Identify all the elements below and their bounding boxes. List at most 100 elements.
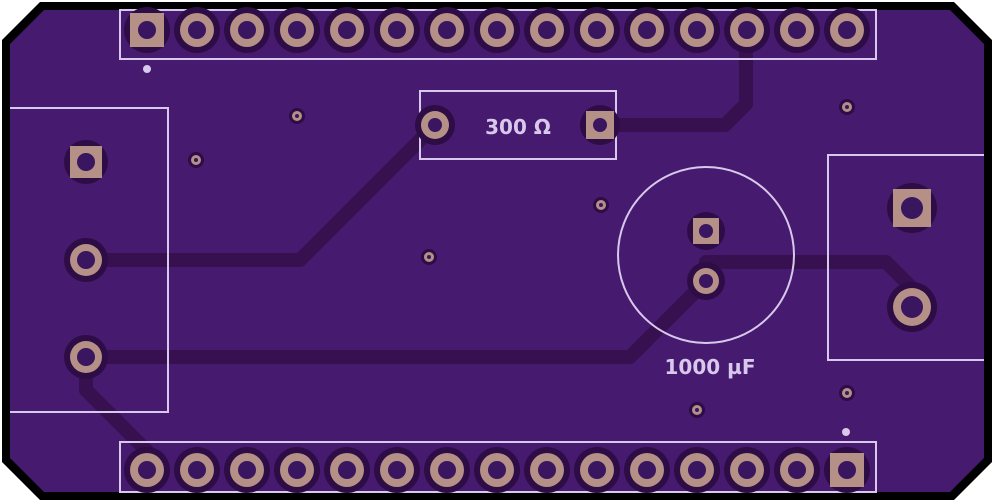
bottom-header-pin-11 <box>624 447 670 493</box>
resistor-pin-1 <box>415 105 455 145</box>
bottom-header-pin-12-drill <box>688 461 706 479</box>
via-4 <box>593 197 609 213</box>
via-drill <box>427 255 431 259</box>
top-header-pin1-marker <box>143 65 151 73</box>
via-1 <box>289 108 305 124</box>
resistor-pin-2 <box>580 105 620 145</box>
bottom-header-pin-1-drill <box>138 461 156 479</box>
bottom-header-pin-14-drill <box>788 461 806 479</box>
bottom-header-pin-8-drill <box>488 461 506 479</box>
top-header-pin-13-drill <box>738 21 756 39</box>
top-header-pin-11-drill <box>638 21 656 39</box>
top-header-pin-15-drill <box>838 21 856 39</box>
left-terminal-pin-1 <box>64 140 108 184</box>
right-terminal-pads <box>887 183 937 332</box>
capacitor-pin-negative <box>687 262 725 300</box>
bottom-header-pin-14 <box>774 447 820 493</box>
via-drill <box>845 391 849 395</box>
resistor-pin-2-drill <box>593 118 607 132</box>
bottom-header-pin-10-drill <box>588 461 606 479</box>
left-terminal-pin-3 <box>64 335 108 379</box>
via-7 <box>689 402 705 418</box>
via-drill <box>845 105 849 109</box>
bottom-header-pin-13-drill <box>738 461 756 479</box>
top-header-pin-8-drill <box>488 21 506 39</box>
top-header-pin-3 <box>224 7 270 53</box>
top-header-pin-14-drill <box>788 21 806 39</box>
top-header-pin-12-drill <box>688 21 706 39</box>
bottom-header-pin-3 <box>224 447 270 493</box>
bottom-header-pin-6-drill <box>388 461 406 479</box>
top-header-pin-1 <box>124 7 170 53</box>
bottom-header-pin-2 <box>174 447 220 493</box>
top-header-pin-2-drill <box>188 21 206 39</box>
bottom-header-pin-9 <box>524 447 570 493</box>
bottom-header-pin-2-drill <box>188 461 206 479</box>
pin1-markers <box>143 65 850 436</box>
bottom-header-pin-4-drill <box>288 461 306 479</box>
via-3 <box>421 249 437 265</box>
top-header-pin-15 <box>824 7 870 53</box>
top-header-pin-7-drill <box>438 21 456 39</box>
top-header-pin-6 <box>374 7 420 53</box>
silk-capacitor-outline <box>617 166 795 344</box>
top-header-pin-12 <box>674 7 720 53</box>
top-header-pin-2 <box>174 7 220 53</box>
bottom-header-pin-10 <box>574 447 620 493</box>
silk-left-terminal-block <box>10 107 169 413</box>
bottom-header-pads <box>124 447 870 493</box>
via-drill <box>194 158 198 162</box>
board-substrate <box>10 10 984 492</box>
via-2 <box>188 152 204 168</box>
bottom-header-pin-11-drill <box>638 461 656 479</box>
top-header-pin-10-drill <box>588 21 606 39</box>
top-header-pin-11 <box>624 7 670 53</box>
silkscreen <box>10 9 984 493</box>
right-terminal-pin-1 <box>887 183 937 233</box>
capacitor-pin-positive-drill <box>699 224 713 238</box>
via-drill <box>599 203 603 207</box>
left-terminal-pads <box>64 140 108 379</box>
via-5 <box>839 99 855 115</box>
right-terminal-pin-2 <box>887 282 937 332</box>
left-terminal-pin-2-drill <box>77 251 95 269</box>
bottom-header-pin-3-drill <box>238 461 256 479</box>
bottom-header-pin-9-drill <box>538 461 556 479</box>
bottom-header-pin-15-drill <box>838 461 856 479</box>
capacitor-pads <box>687 212 725 300</box>
left-terminal-pin-3-drill <box>77 348 95 366</box>
via-6 <box>839 385 855 401</box>
top-header-pin-4 <box>274 7 320 53</box>
top-header-pin-3-drill <box>238 21 256 39</box>
trace-resistor-left <box>79 118 442 267</box>
vias <box>188 99 855 418</box>
bottom-header-pin-15 <box>824 447 870 493</box>
top-header-pin-6-drill <box>388 21 406 39</box>
bottom-header-pin-7-drill <box>438 461 456 479</box>
top-header-pin-9 <box>524 7 570 53</box>
via-drill <box>295 114 299 118</box>
left-terminal-pin-1-drill <box>77 153 95 171</box>
top-header-pads <box>124 7 870 53</box>
top-header-pin-1-drill <box>138 21 156 39</box>
top-header-pin-13 <box>724 7 770 53</box>
capacitor-pin-negative-drill <box>699 274 713 288</box>
bottom-header-pin-12 <box>674 447 720 493</box>
bottom-header-pin-8 <box>474 447 520 493</box>
top-header-pin-7 <box>424 7 470 53</box>
top-header-pin-9-drill <box>538 21 556 39</box>
bottom-header-pin1-marker <box>842 428 850 436</box>
resistor-value-label: 300 Ω <box>485 115 551 139</box>
left-terminal-pin-2 <box>64 238 108 282</box>
bottom-header-pin-7 <box>424 447 470 493</box>
top-header-pin-4-drill <box>288 21 306 39</box>
top-header-pin-10 <box>574 7 620 53</box>
right-terminal-pin-1-drill <box>901 197 923 219</box>
top-header-pin-14 <box>774 7 820 53</box>
resistor-pin-1-drill <box>428 118 442 132</box>
bottom-header-pin-5 <box>324 447 370 493</box>
via-drill <box>695 408 699 412</box>
bottom-header-pin-4 <box>274 447 320 493</box>
bottom-header-pin-1 <box>124 447 170 493</box>
